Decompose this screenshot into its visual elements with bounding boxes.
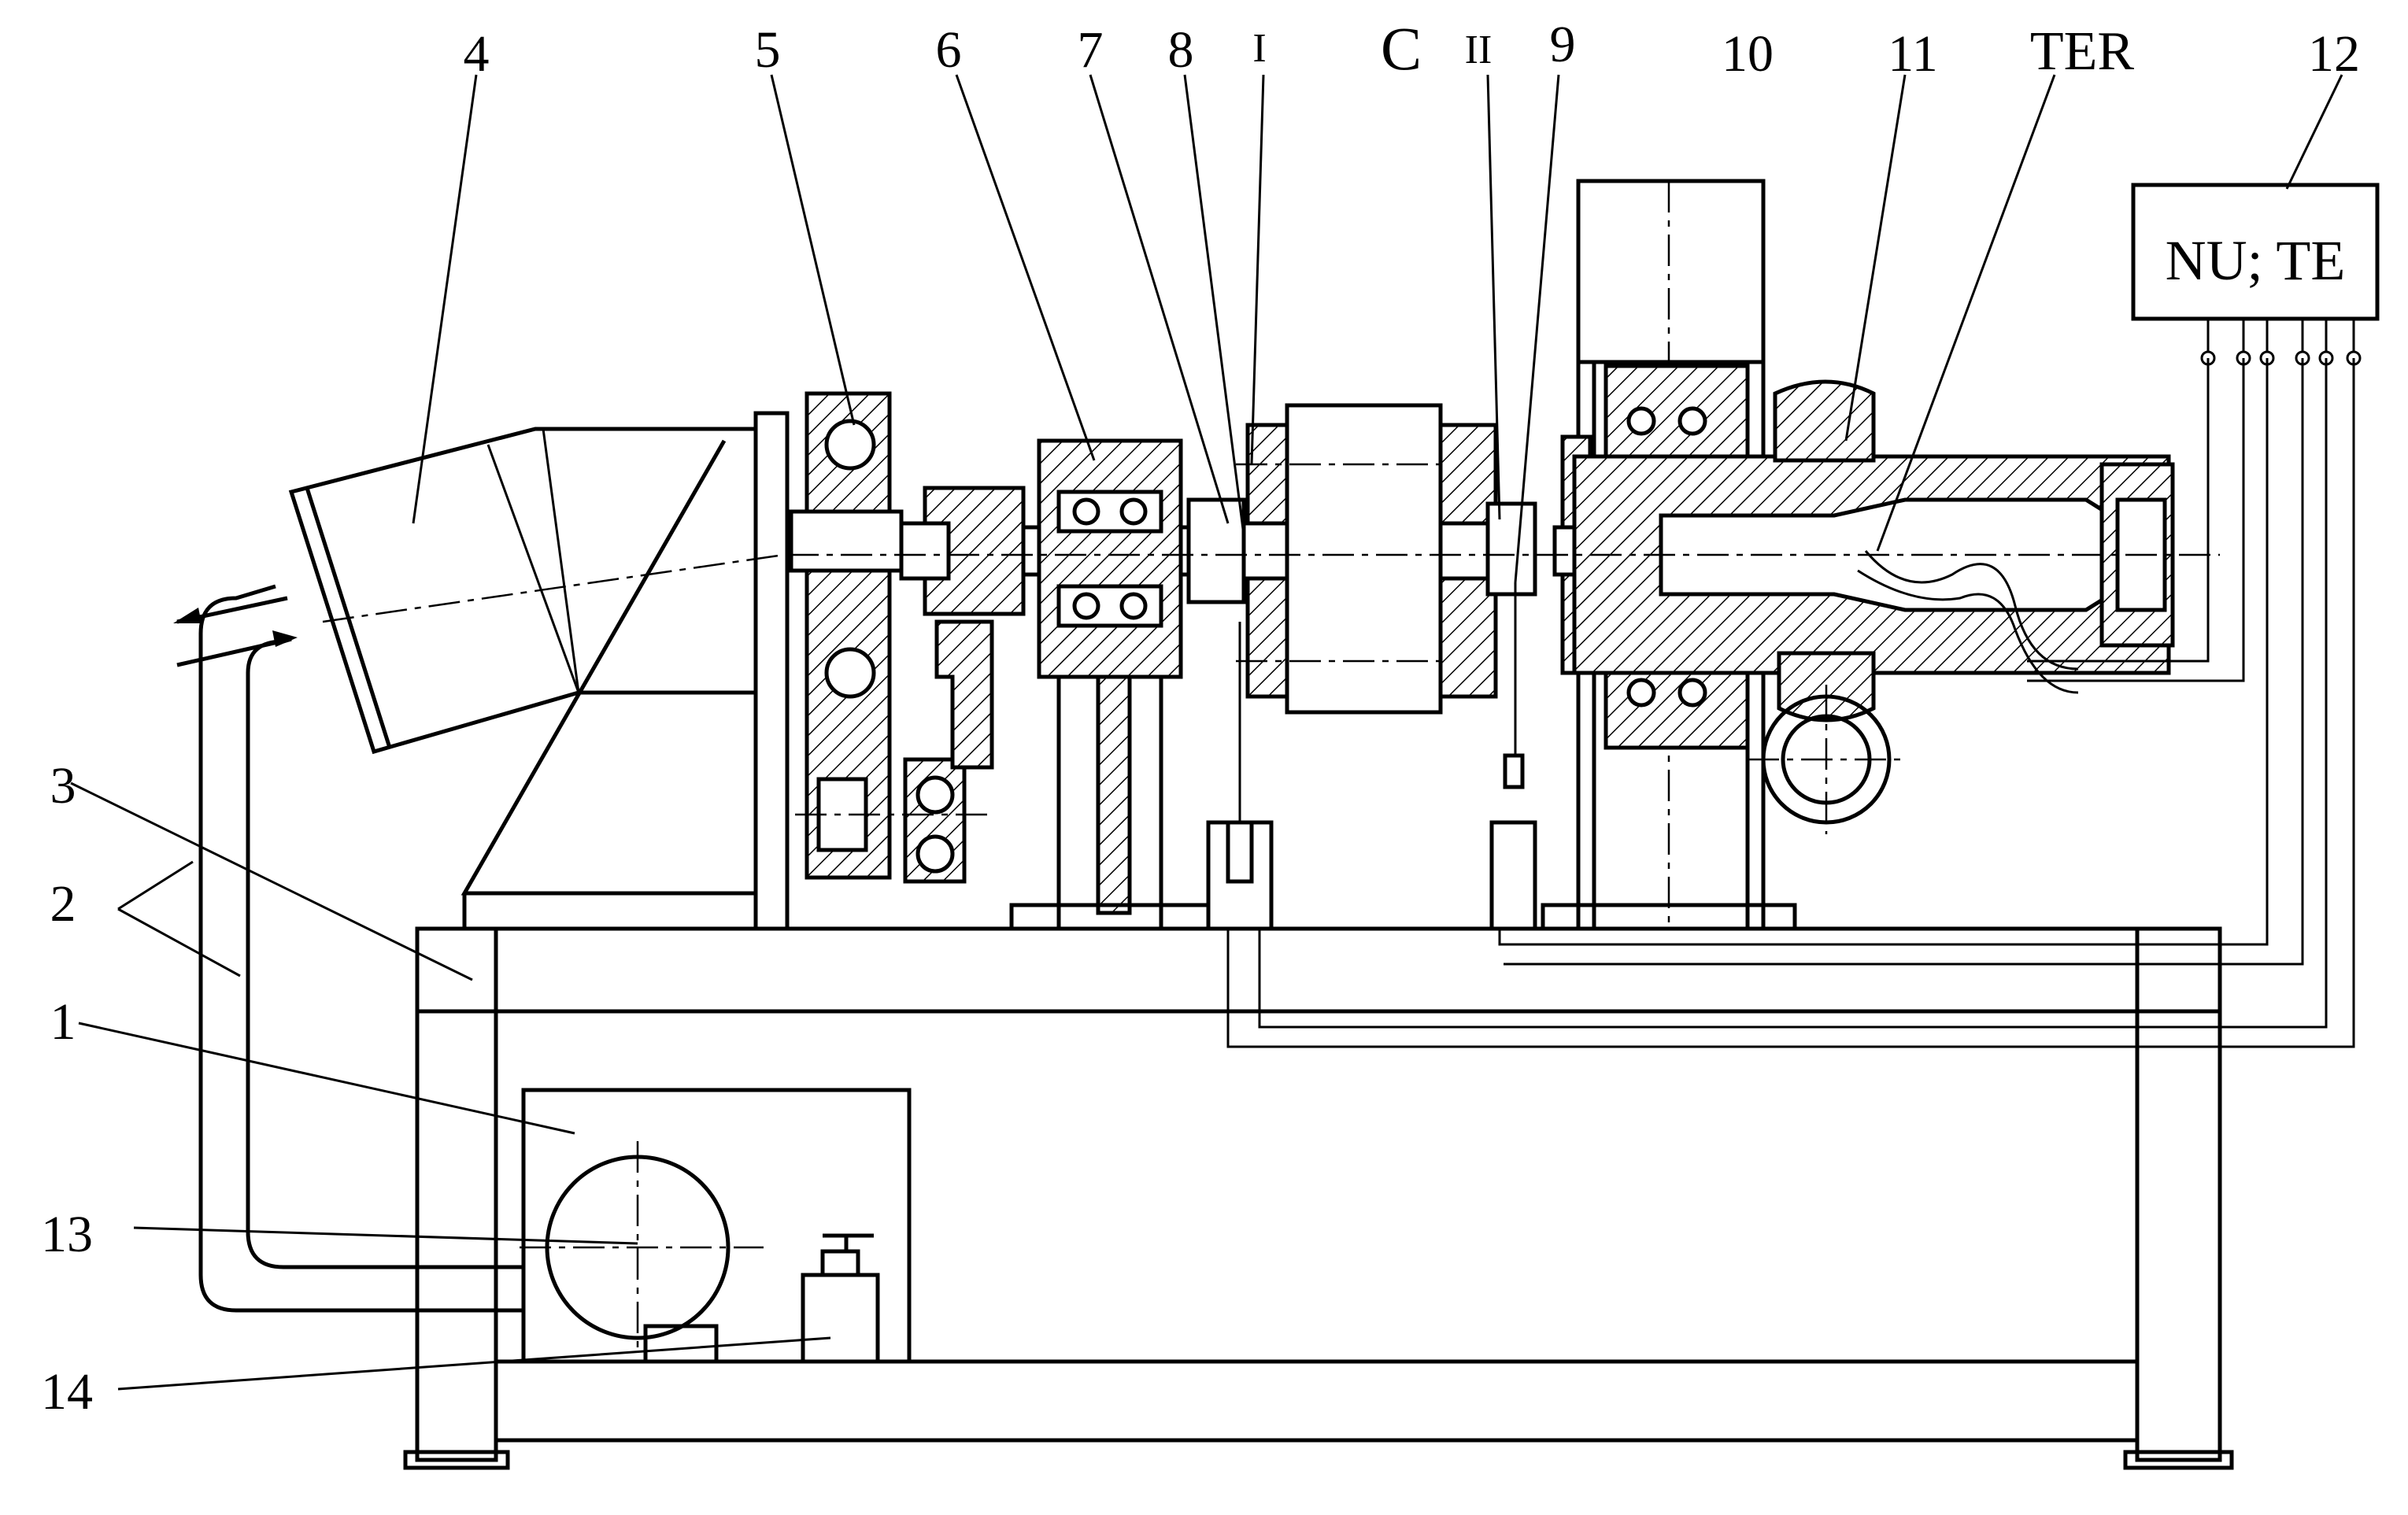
gear-assembly-5: [789, 391, 992, 884]
machine-frame: [403, 926, 2234, 1470]
label-5: 5: [755, 21, 781, 79]
label-I: I: [1252, 26, 1266, 71]
label-6: 6: [936, 21, 962, 79]
label-TER: TER: [2030, 21, 2135, 82]
label-8: 8: [1168, 21, 1194, 79]
specimen-coupling: [1186, 403, 1537, 931]
label-II: II: [1465, 28, 1493, 72]
label-13: 13: [41, 1206, 93, 1263]
hydraulic-pipes: [173, 584, 523, 1313]
leader-lines: [70, 74, 2343, 1391]
bearing-housing-6: [1009, 438, 1211, 931]
test-shaft: [787, 454, 2220, 694]
label-1: 1: [50, 993, 76, 1051]
label-9: 9: [1550, 16, 1576, 73]
hydraulic-motor-4: [288, 411, 812, 931]
label-11: 11: [1888, 25, 1938, 83]
label-10: 10: [1722, 25, 1774, 83]
label-C: C: [1381, 14, 1422, 83]
wiring: [1226, 319, 2362, 1048]
label-3: 3: [50, 757, 76, 815]
label-2: 2: [50, 875, 76, 933]
hydraulic-unit: [520, 1088, 912, 1364]
label-7: 7: [1078, 21, 1104, 79]
label-4: 4: [464, 25, 490, 83]
label-14: 14: [41, 1363, 93, 1421]
controller-box-12: NU; TE: [2131, 183, 2380, 321]
specimen-c: [1285, 403, 1443, 715]
part-labels: 4 5 6 7 8 I C II 9 10 11 TER 12 3 2 1 13…: [41, 14, 2360, 1421]
label-12: 12: [2308, 25, 2360, 83]
valve-14: [801, 1273, 880, 1364]
worm-gear-11: [1748, 379, 1905, 834]
controller-text: NU; TE: [2166, 229, 2346, 292]
